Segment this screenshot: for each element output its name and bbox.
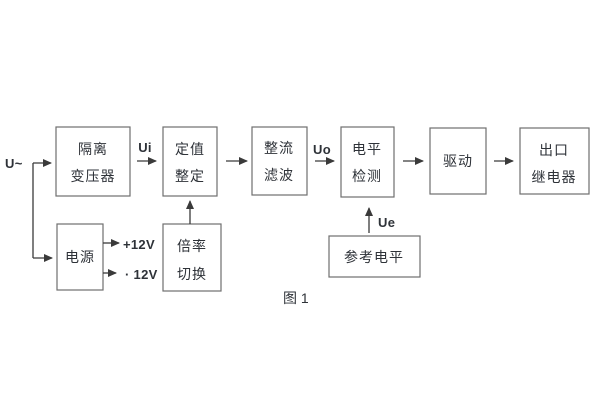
- rail-positive-label: +12V: [123, 237, 155, 252]
- block-label: 检测: [352, 168, 382, 184]
- block-outline: [519, 127, 590, 195]
- ui-signal-label: Ui: [138, 140, 152, 155]
- block-label: 滤波: [264, 167, 294, 183]
- block-label: 电平: [352, 141, 382, 157]
- block-outline: [251, 126, 308, 196]
- ue-signal-label: Ue: [378, 215, 395, 230]
- block-label: 变压器: [71, 168, 116, 184]
- block-label: 切换: [177, 266, 207, 282]
- figure-caption: 图 1: [283, 290, 309, 306]
- block-outline: [429, 127, 487, 195]
- block-label: 电源: [65, 249, 95, 265]
- rail-negative-label: · 12V: [125, 267, 158, 282]
- block-outline: [340, 126, 395, 198]
- block-rectify-filter: 整流 滤波: [251, 126, 308, 196]
- block-level-detect: 电平 检测: [340, 126, 395, 198]
- block-label: 倍率: [177, 238, 207, 254]
- block-outline: [55, 126, 131, 197]
- block-power-supply: 电源: [56, 223, 104, 291]
- block-label: 参考电平: [344, 249, 404, 265]
- block-ratio-switch: 倍率 切换: [162, 223, 222, 292]
- block-label: 驱动: [443, 153, 473, 169]
- block-outline: [56, 223, 104, 291]
- block-label: 定值: [175, 141, 205, 157]
- block-label: 出口: [539, 142, 569, 158]
- block-label: 继电器: [532, 169, 577, 185]
- block-output-relay: 出口 继电器: [519, 127, 590, 195]
- block-label: 隔离: [78, 141, 108, 157]
- block-outline: [162, 126, 218, 197]
- input-signal-label: U~: [5, 156, 23, 171]
- block-label: 整定: [175, 168, 205, 184]
- block-label: 整流: [264, 140, 294, 156]
- block-reference-level: 参考电平: [328, 235, 421, 278]
- block-setpoint-adjust: 定值 整定: [162, 126, 218, 197]
- block-driver: 驱动: [429, 127, 487, 195]
- block-outline: [328, 235, 421, 278]
- uo-signal-label: Uo: [313, 142, 331, 157]
- block-outline: [162, 223, 222, 292]
- block-isolation-transformer: 隔离 变压器: [55, 126, 131, 197]
